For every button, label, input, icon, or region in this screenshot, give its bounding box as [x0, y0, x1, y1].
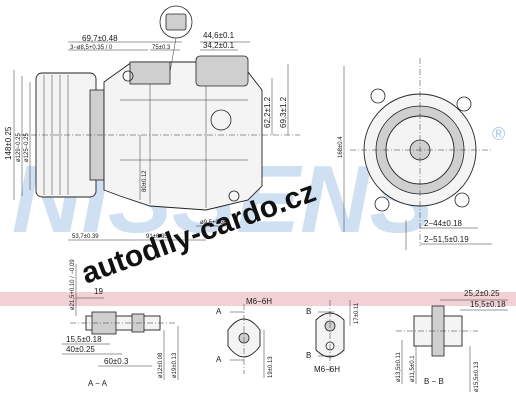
dim-60: 60±0.3 [104, 357, 129, 366]
dim-91: 91±0.35 [146, 234, 168, 240]
port-block [195, 55, 249, 87]
label-b-top: B [306, 307, 311, 316]
flange-b-dimensions: B B M6−6H 17±0.11 [306, 302, 360, 374]
fitting-aa-dimensions: ø21,5+0.10 / −0.09 19 15,5±0.18 40±0.25 … [66, 259, 178, 388]
label-a-top: A [216, 307, 222, 316]
dim-13-5: ø13,5±0.11 [396, 351, 402, 382]
front-dimensions: 168±0.4 2−44±0.18 2−51,5±0.19 [338, 136, 469, 244]
fitting-bb-dimensions: 25,2±0.25 15,5±0.18 ø13,5±0.11 ø11,5±0.1… [396, 289, 506, 392]
dim-3x8-5: 3−ø8,5+0.35 / 0 [70, 45, 113, 51]
watermark-registered: ® [492, 124, 505, 144]
flange-a-dimensions: A M6−6H A 19±0.13 [216, 297, 274, 378]
dim-40: 40±0.25 [66, 345, 95, 354]
dim-2-44: 2−44±0.18 [424, 219, 463, 228]
dim-75: 75±0.3 [152, 45, 171, 51]
dim-69-7: 69,7±0.48 [82, 34, 118, 43]
compressor-side-view [13, 5, 300, 241]
dim-53-7: 53,7±0.39 [72, 234, 99, 240]
dim-12: ø12±0.08 [158, 352, 164, 378]
fitting-bb-view [396, 299, 508, 392]
dim-62-2: 62,2±1.2 [263, 96, 272, 128]
dim-25-2: 25,2±0.25 [464, 289, 500, 298]
dim-15-5-left: 15,5±0.18 [66, 335, 102, 344]
flange-view-b [315, 300, 351, 372]
dim-9-5: ø9,5+0.36 [200, 220, 228, 226]
dim-125: ø125−0.25 [24, 132, 30, 162]
dim-80: 80±0.12 [142, 170, 148, 192]
label-a-bottom: A [216, 355, 222, 364]
compressor-front-view [343, 58, 492, 250]
dim-17: 17±0.11 [354, 302, 360, 324]
dim-19-a: 19±0.13 [268, 356, 274, 378]
dim-44-6: 44,6±0.1 [203, 31, 235, 40]
section-aa-label: A − A [88, 379, 108, 388]
main-dimensions: 69,7±0.48 3−ø8,5+0.35 / 0 75±0.3 44,6±0.… [4, 31, 288, 240]
dim-69-3: 69,3±1.2 [279, 96, 288, 128]
dim-15-5-dia: ø15,5±0.13 [474, 361, 480, 392]
dim-11-5: ø11,5±0.1 [410, 355, 416, 382]
dim-34-2: 34,2±0.1 [203, 41, 235, 50]
flange-view-a [227, 304, 265, 378]
thread-b: M6−6H [314, 365, 340, 374]
section-bb-label: B − B [424, 377, 444, 386]
highlight-band [0, 292, 516, 306]
thread-a: M6−6H [246, 297, 272, 306]
dim-168: 168±0.4 [338, 136, 344, 158]
dim-15-5-right: 15,5±0.18 [470, 300, 506, 309]
fitting-aa-view [62, 264, 179, 380]
rear-head-block [129, 61, 171, 85]
dim-129: ø129−0.25 [16, 132, 22, 162]
dim-19-dia: ø19±0.13 [172, 352, 178, 378]
dim-2-51-5: 2−51,5±0.19 [424, 235, 469, 244]
dim-19: 19 [94, 287, 103, 296]
dim-21: ø21,5+0.10 / −0.09 [70, 259, 76, 310]
label-b-bottom: B [306, 351, 311, 360]
dim-148: 148±0.25 [4, 126, 13, 160]
